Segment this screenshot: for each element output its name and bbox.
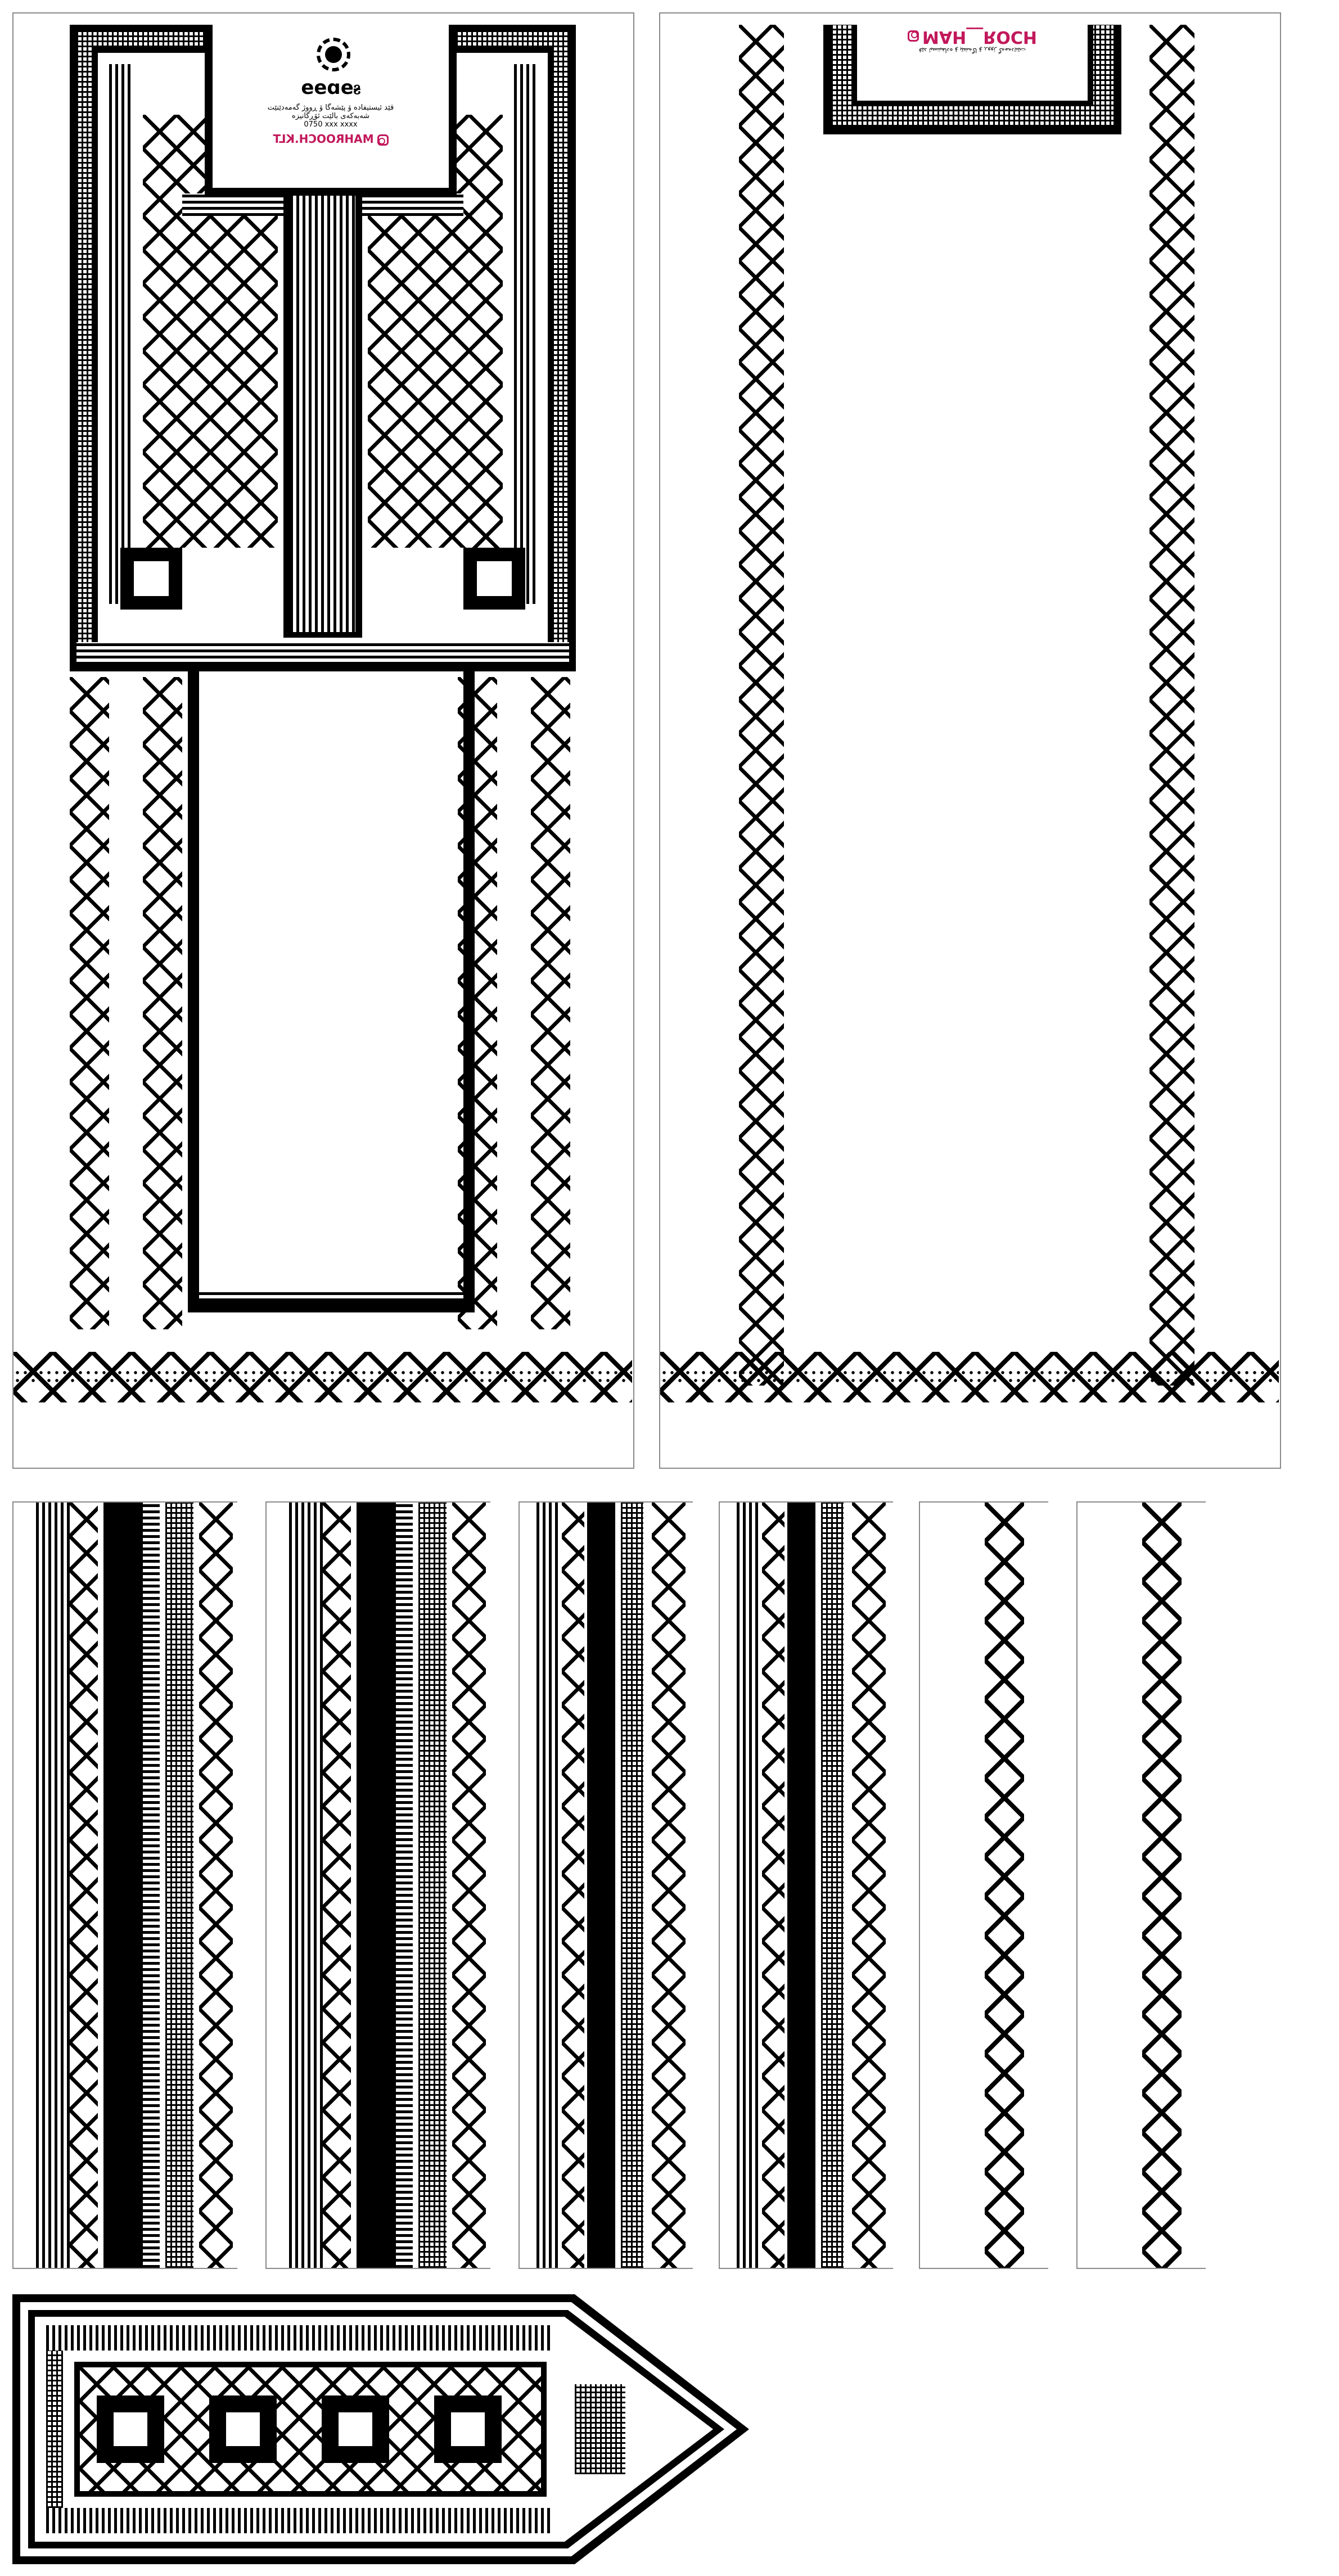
back-panel: قێد ئیستیفادە ۆ پێشەگا ۆ ڕووژ گەمەدێنێت … (659, 12, 1281, 1469)
back-brand-handle: MAH__ROCH (857, 27, 1088, 47)
contact-line-3: 0750 xxx xxxx (304, 120, 358, 129)
front-lower-frame (188, 671, 475, 1312)
sleeve-strip-3 (519, 1501, 693, 2269)
sleeve-strip-4 (719, 1501, 893, 2269)
contact-line-2: شەبەکەی بالێت ئۆڕگانیزە (291, 112, 370, 120)
motif-strip-6 (1076, 1501, 1206, 2269)
back-contact-line: قێد ئیستیفادە ۆ پێشەگا ۆ ڕووژ گەمەدێنێت (918, 47, 1026, 54)
instagram-icon (377, 134, 389, 146)
sun-logo-icon (297, 35, 364, 80)
front-panel: ꭶɘɒɘɘ قێد ئیستیفادە ۆ پێشەگا ۆ ڕووژ گەمە… (12, 12, 634, 1469)
neck-logo-area: ꭶɘɒɘɘ قێد ئیستیفادە ۆ پێشەگا ۆ ڕووژ گەمە… (205, 25, 457, 196)
back-left-motif-column (739, 25, 784, 1386)
front-yoke: ꭶɘɒɘɘ قێد ئیستیفادە ۆ پێشەگا ۆ ڕووژ گەمە… (70, 25, 576, 671)
brand-handle: MAHROOCH.KLT (213, 132, 449, 146)
back-right-motif-column (1149, 25, 1194, 1386)
instagram-icon (908, 30, 919, 42)
sleeve-strip-1 (12, 1501, 237, 2269)
sleeve-strip-2 (265, 1501, 490, 2269)
right-inner-motif-column (458, 677, 497, 1329)
logo-wordmark: ꭶɘɒɘɘ (301, 76, 360, 99)
pointed-belt-panel (12, 2294, 755, 2564)
back-neck-block: قێد ئیستیفادە ۆ پێشەگا ۆ ڕووژ گەمەدێنێت … (823, 25, 1121, 134)
right-outer-motif-column (531, 677, 570, 1329)
motif-strip-5 (919, 1501, 1048, 2269)
left-outer-motif-column (70, 677, 109, 1329)
contact-line-1: قێد ئیستیفادە ۆ پێشەگا ۆ ڕووژ گەمەدێنێت (267, 103, 394, 112)
left-inner-motif-column (143, 677, 182, 1329)
